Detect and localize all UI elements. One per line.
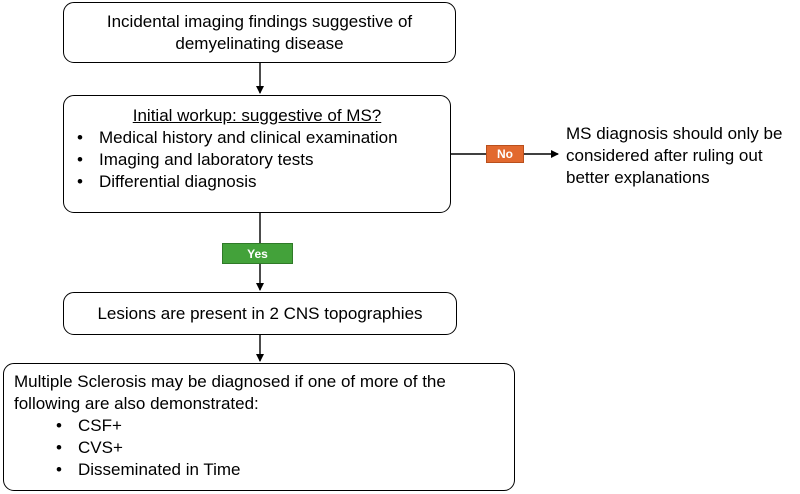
- no-edge-label: No: [486, 145, 524, 163]
- alternative-line2: considered after ruling out: [566, 146, 763, 165]
- alternative-explanation-text: MS diagnosis should only be considered a…: [566, 123, 782, 189]
- alternative-line1: MS diagnosis should only be: [566, 124, 783, 143]
- criteria-item-cvs: CVS+: [54, 437, 514, 459]
- ms-diagnosis-line1: Multiple Sclerosis may be diagnosed if o…: [14, 372, 446, 391]
- ms-diagnosis-box: Multiple Sclerosis may be diagnosed if o…: [3, 363, 515, 491]
- incidental-findings-box: Incidental imaging findings suggestive o…: [63, 2, 456, 63]
- incidental-findings-line1: Incidental imaging findings suggestive o…: [106, 11, 413, 31]
- incidental-findings-line2: demyelinating disease: [175, 33, 344, 53]
- yes-edge-label: Yes: [222, 243, 293, 264]
- initial-workup-title: Initial workup: suggestive of MS?: [132, 106, 382, 125]
- criteria-item-csf: CSF+: [54, 415, 514, 437]
- workup-item-differential: Differential diagnosis: [75, 171, 450, 193]
- lesions-text: Lesions are present in 2 CNS topographie…: [97, 303, 423, 323]
- workup-item-history: Medical history and clinical examination: [75, 127, 450, 149]
- initial-workup-box: Initial workup: suggestive of MS? Medica…: [63, 95, 451, 213]
- initial-workup-list: Medical history and clinical examination…: [75, 127, 450, 193]
- lesions-box: Lesions are present in 2 CNS topographie…: [63, 292, 457, 335]
- alternative-line3: better explanations: [566, 168, 710, 187]
- ms-criteria-list: CSF+ CVS+ Disseminated in Time: [54, 415, 514, 481]
- criteria-item-dit: Disseminated in Time: [54, 459, 514, 481]
- ms-diagnosis-line2: following are also demonstrated:: [14, 394, 259, 413]
- workup-item-tests: Imaging and laboratory tests: [75, 149, 450, 171]
